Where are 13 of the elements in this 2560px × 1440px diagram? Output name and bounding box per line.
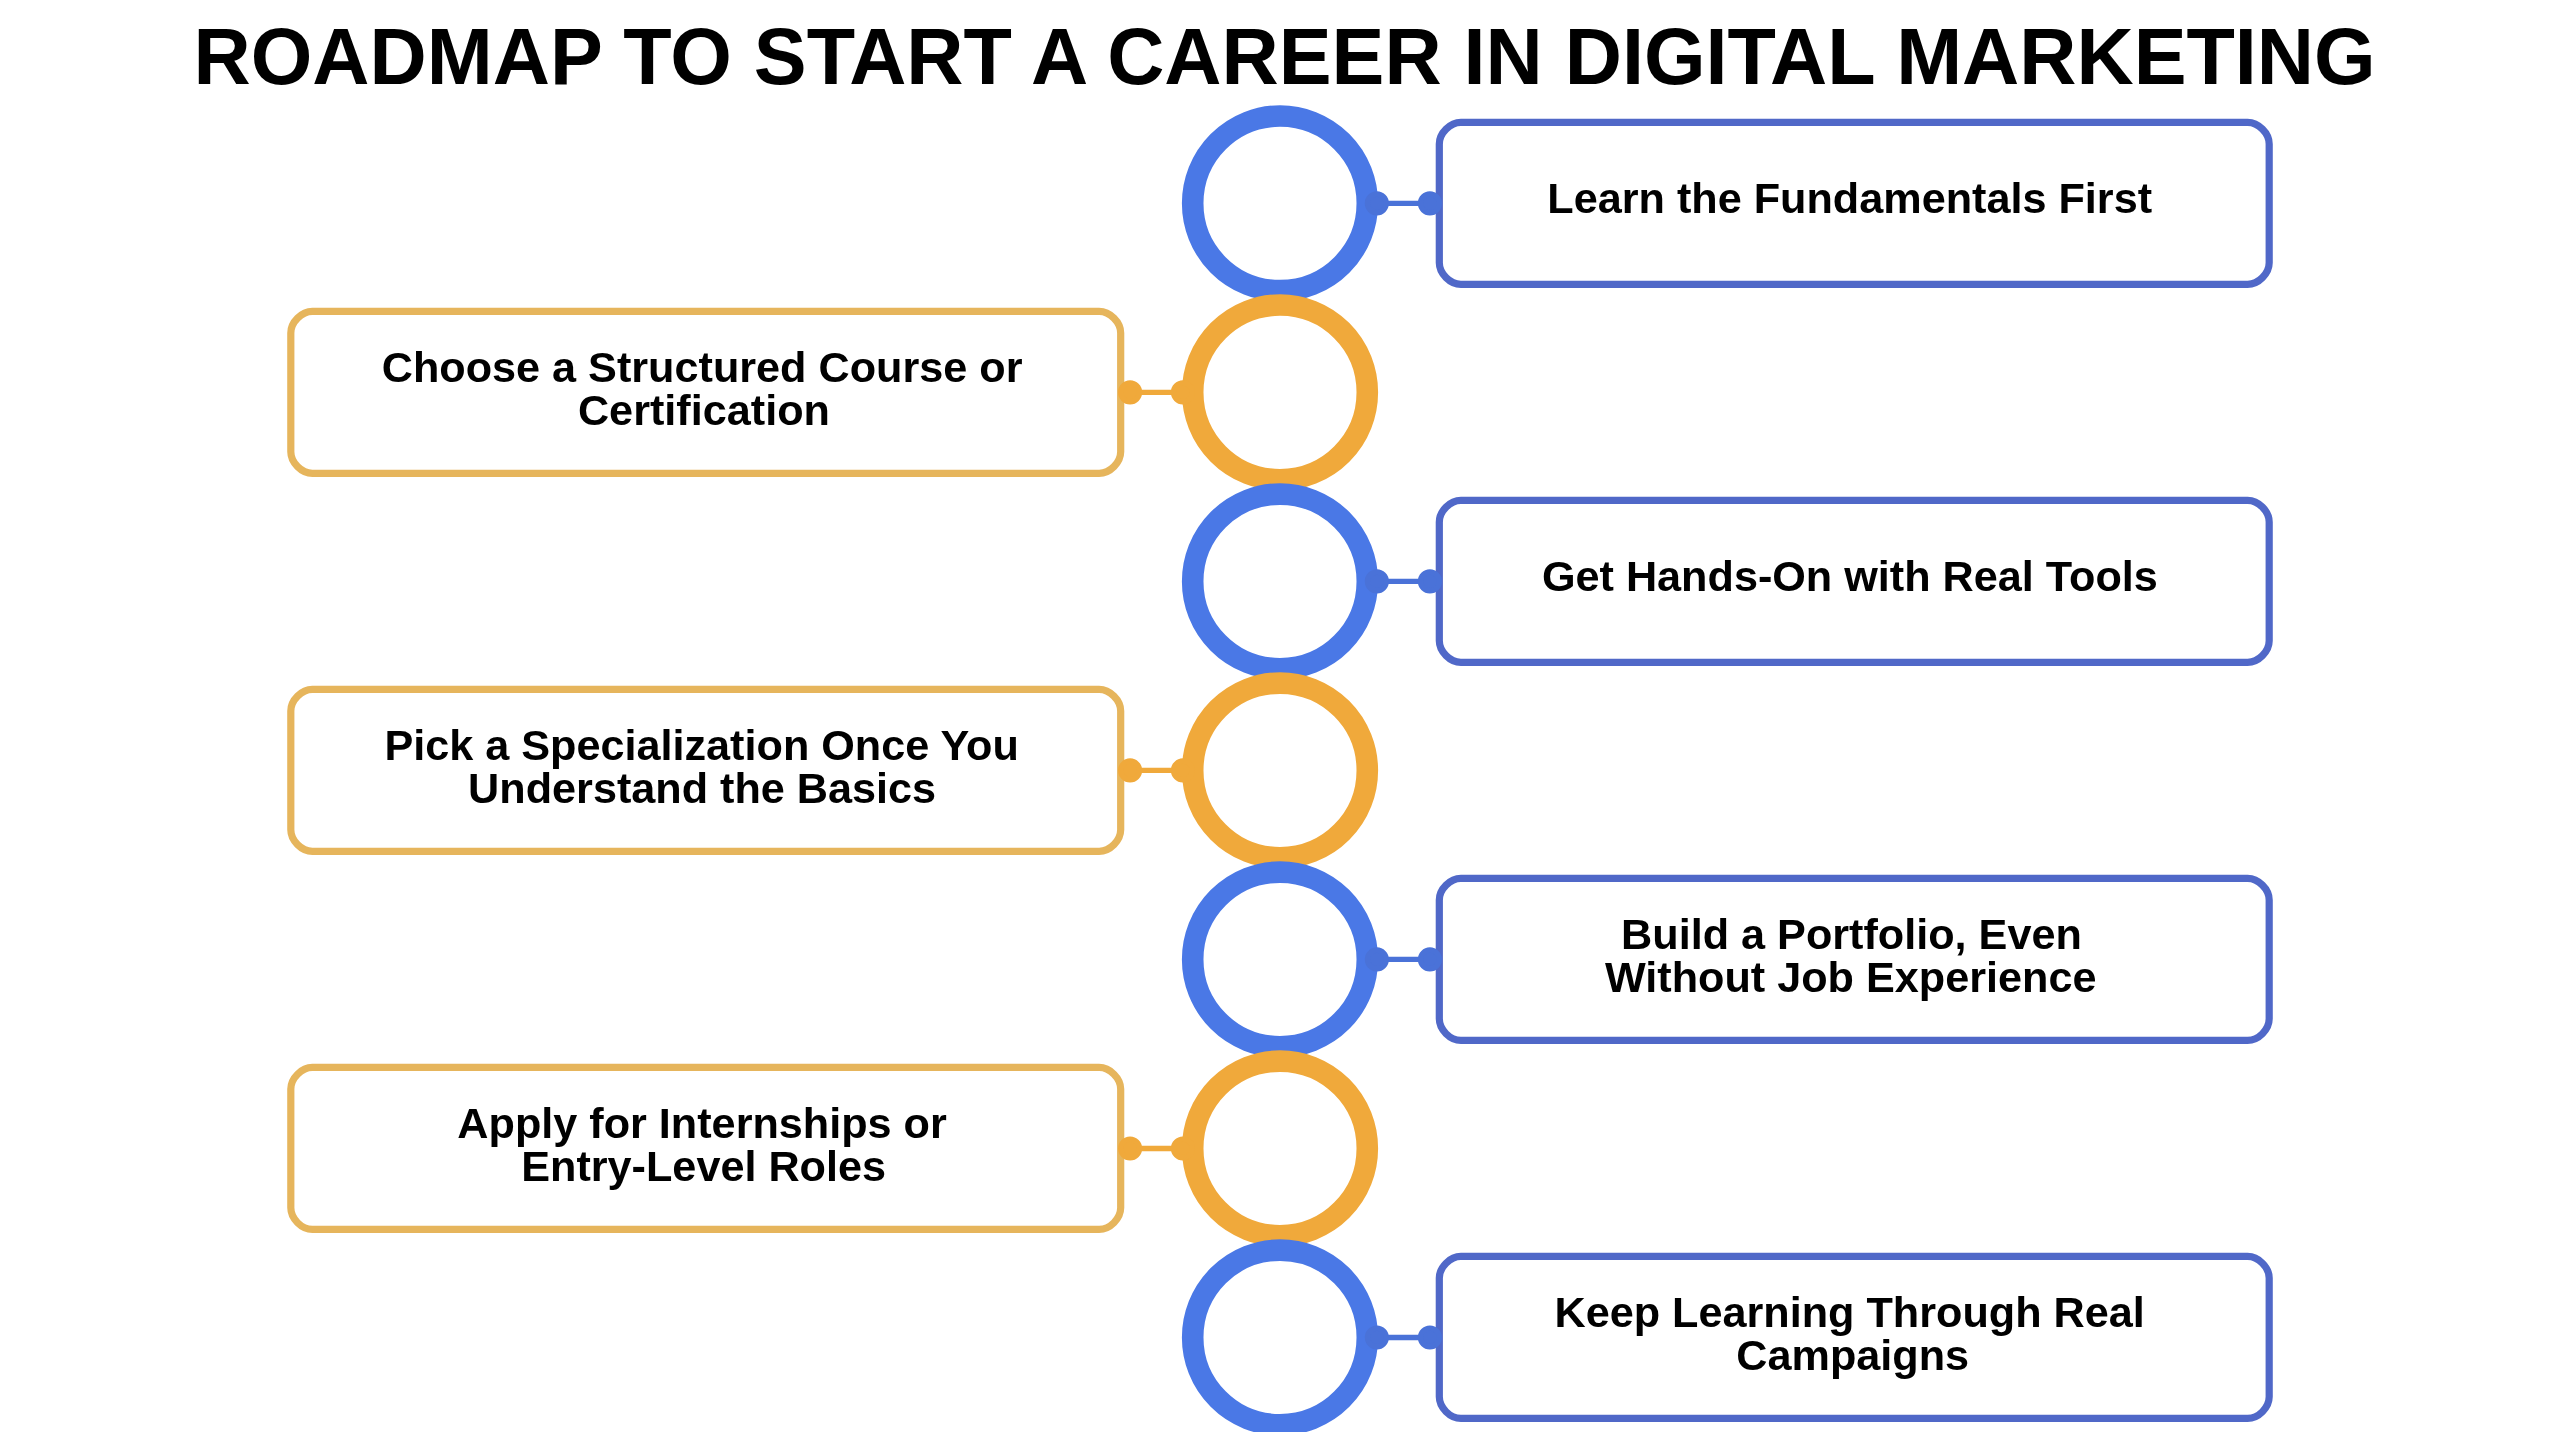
node-box: Apply for Internships or Entry-Level Roles: [287, 1063, 1125, 1234]
diagram-title: ROADMAP TO START A CAREER IN DIGITAL MARKETING: [193, 12, 2376, 101]
node-box: Build a Portfolio, Even Without Job Experience: [1435, 874, 2273, 1045]
node-box: Keep Learning Through Real Campaigns: [1435, 1252, 2273, 1423]
connector: [1364, 569, 1442, 594]
connector: [1364, 191, 1442, 216]
connector: [1364, 947, 1442, 972]
node-box: Pick a Specialization Once You Understand the Basics: [287, 685, 1125, 855]
node-box: Get Hands-On with Real Tools: [1435, 496, 2273, 666]
connector: [1364, 1325, 1442, 1350]
node-box: Learn the Fundamentals First: [1435, 118, 2273, 288]
node-box: Choose a Structured Course or Certification: [287, 307, 1125, 477]
node-circle: [1181, 1239, 1379, 1432]
